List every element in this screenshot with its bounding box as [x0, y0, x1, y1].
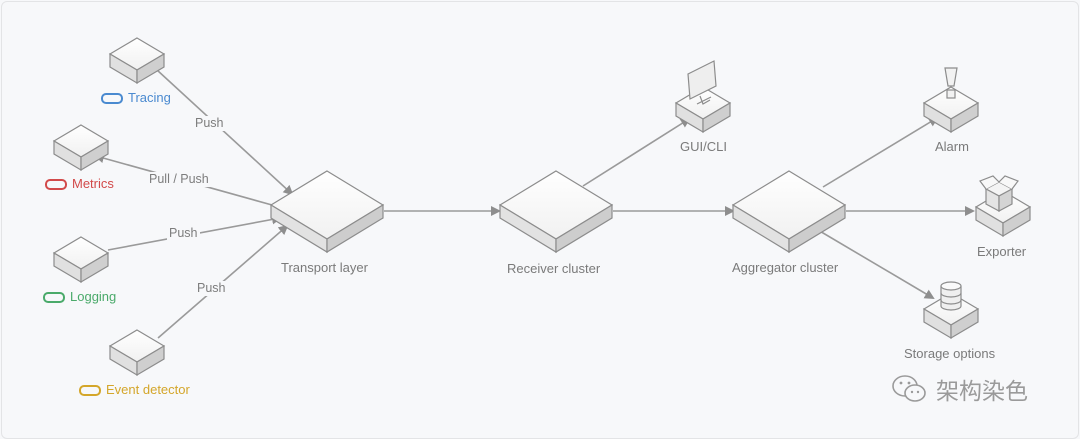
edge-label-tracing: Push: [193, 116, 226, 131]
storage-options-node: [922, 281, 980, 340]
logging-label: Logging: [70, 289, 117, 304]
logging-node: [52, 236, 110, 284]
exporter-node: [974, 175, 1032, 238]
alarm-label: Alarm: [935, 139, 969, 154]
package-box-icon: [979, 175, 1019, 213]
edge-aggregator-storage: [817, 229, 935, 300]
receiver-cluster-node: [498, 170, 614, 254]
storage-options-label: Storage options: [904, 346, 996, 361]
event-detector-node: [108, 329, 166, 377]
metrics-pill-icon: [45, 178, 67, 190]
edge-aggregator-alarm: [822, 116, 939, 188]
receiver-cluster-label: Receiver cluster: [507, 261, 601, 276]
edge-tracing-transport: [156, 69, 294, 196]
tracing-label: Tracing: [128, 90, 171, 105]
event-detector-pill-icon: [79, 384, 101, 396]
aggregator-cluster-label: Aggregator cluster: [732, 260, 839, 275]
transport-layer-node: [269, 170, 385, 254]
edge-receiver-gui: [582, 117, 691, 187]
watermark: 架构染色: [890, 372, 1028, 406]
edge-label-logging: Push: [167, 226, 200, 241]
exporter-label: Exporter: [977, 244, 1027, 259]
event-detector-tag: Event detector: [79, 382, 190, 398]
aggregator-cluster-node: [731, 170, 847, 254]
gui-cli-node: [674, 60, 732, 134]
event-detector-label: Event detector: [106, 382, 190, 397]
exclamation-icon: [944, 67, 958, 99]
gui-cli-label: GUI/CLI: [680, 139, 727, 154]
monitor-icon: [687, 60, 717, 105]
edge-label-metrics: Pull / Push: [147, 172, 211, 187]
watermark-text: 架构染色: [936, 378, 1028, 404]
tracing-pill-icon: [101, 92, 123, 104]
transport-layer-label: Transport layer: [281, 260, 368, 275]
alarm-node: [922, 67, 980, 134]
database-icon: [940, 281, 962, 311]
wechat-icon: [892, 375, 926, 402]
tracing-node: [108, 37, 166, 85]
tracing-tag: Tracing: [101, 90, 171, 106]
metrics-node: [52, 124, 110, 172]
metrics-label: Metrics: [72, 176, 114, 191]
logging-pill-icon: [43, 291, 65, 303]
metrics-tag: Metrics: [45, 176, 114, 192]
logging-tag: Logging: [43, 289, 116, 305]
edge-label-event-detector: Push: [195, 281, 228, 296]
